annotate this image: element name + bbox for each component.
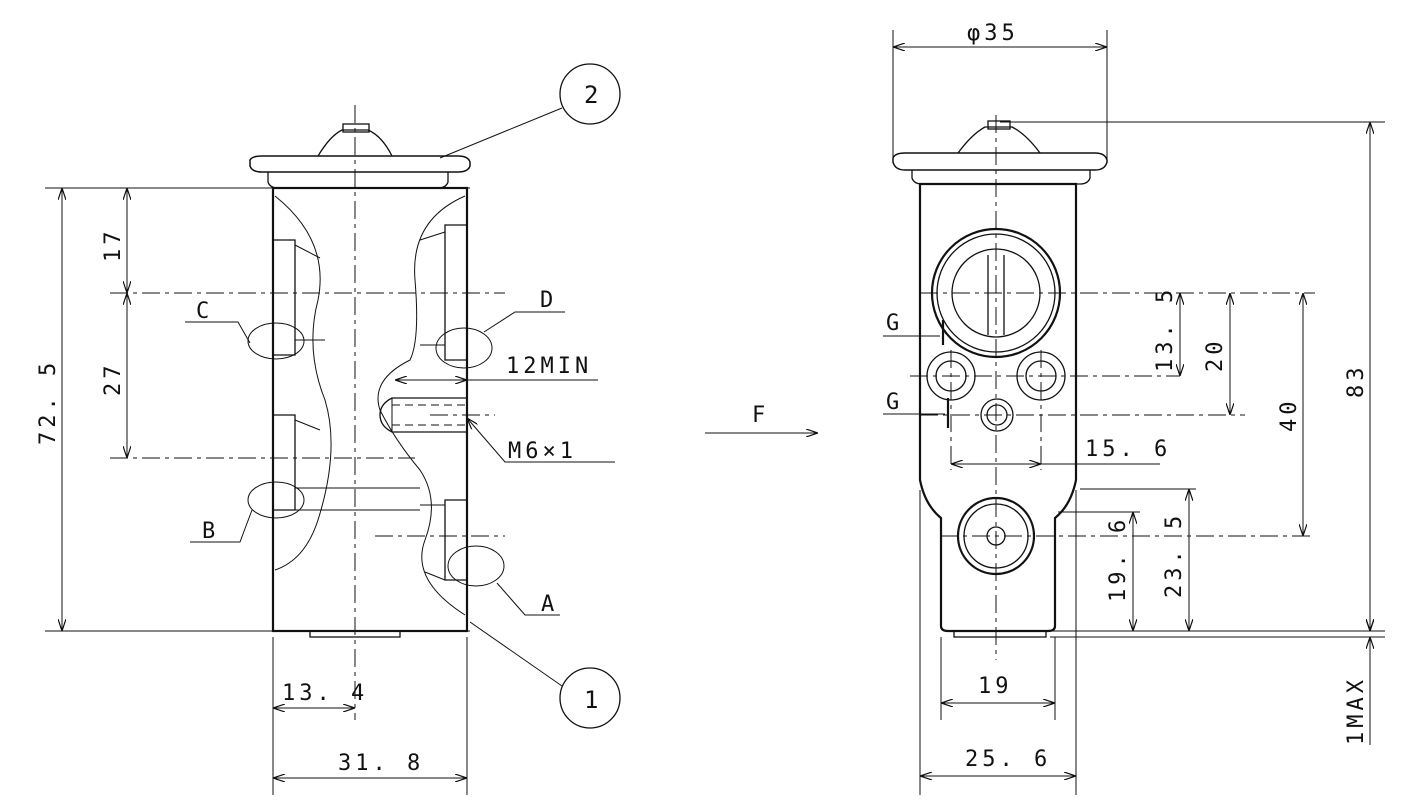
dim-19-6: 19. 6: [1106, 516, 1131, 602]
section-break-right: [377, 195, 466, 616]
port-c-bore: [273, 239, 325, 356]
side-view: [45, 63, 621, 795]
dim-17: 17: [101, 228, 126, 263]
dim-40: 40: [1277, 398, 1302, 433]
valve-body-front: [918, 182, 1078, 633]
port-d-label: D: [540, 288, 557, 313]
front-view: [883, 30, 1385, 795]
dim-31-8: 31. 8: [338, 751, 424, 776]
port-b-bore: [273, 414, 420, 511]
front-cap: [892, 120, 1108, 185]
port-c-label: C: [196, 299, 213, 324]
dim-72-5: 72. 5: [36, 359, 61, 445]
dim-23-5: 23. 5: [1162, 512, 1187, 598]
port-b-label: B: [202, 519, 219, 544]
dim-19: 19: [978, 674, 1013, 699]
dim-83: 83: [1344, 364, 1369, 399]
dim-27: 27: [101, 362, 126, 397]
balloon-2-label: 2: [584, 81, 602, 109]
view-arrow-label: F: [752, 403, 769, 428]
m6-tapped-hole: [379, 397, 467, 433]
dim-15-6: 15. 6: [1085, 437, 1171, 462]
balloon-1-label: 1: [584, 686, 602, 714]
dim-13-4: 13. 4: [282, 681, 368, 706]
dim-12min: 12MIN: [506, 354, 592, 379]
dim-thread: M6×1: [508, 439, 577, 464]
dim-13-5: 13. 5: [1153, 286, 1178, 372]
mark-g-bottom: G: [886, 390, 903, 415]
port-a-bore: [420, 499, 467, 581]
power-head-cap: [249, 123, 471, 189]
valve-body-side: [271, 186, 469, 633]
balloon-2: [559, 63, 621, 125]
port-a-label: A: [541, 592, 558, 617]
dim-1max: 1MAX: [1344, 676, 1369, 745]
dim-dia-35: φ35: [967, 21, 1019, 46]
balloon-1: [559, 667, 621, 729]
mark-g-top: G: [886, 311, 903, 336]
dim-25-6: 25. 6: [965, 747, 1051, 772]
dim-20: 20: [1203, 338, 1228, 373]
section-break-left: [274, 195, 332, 571]
